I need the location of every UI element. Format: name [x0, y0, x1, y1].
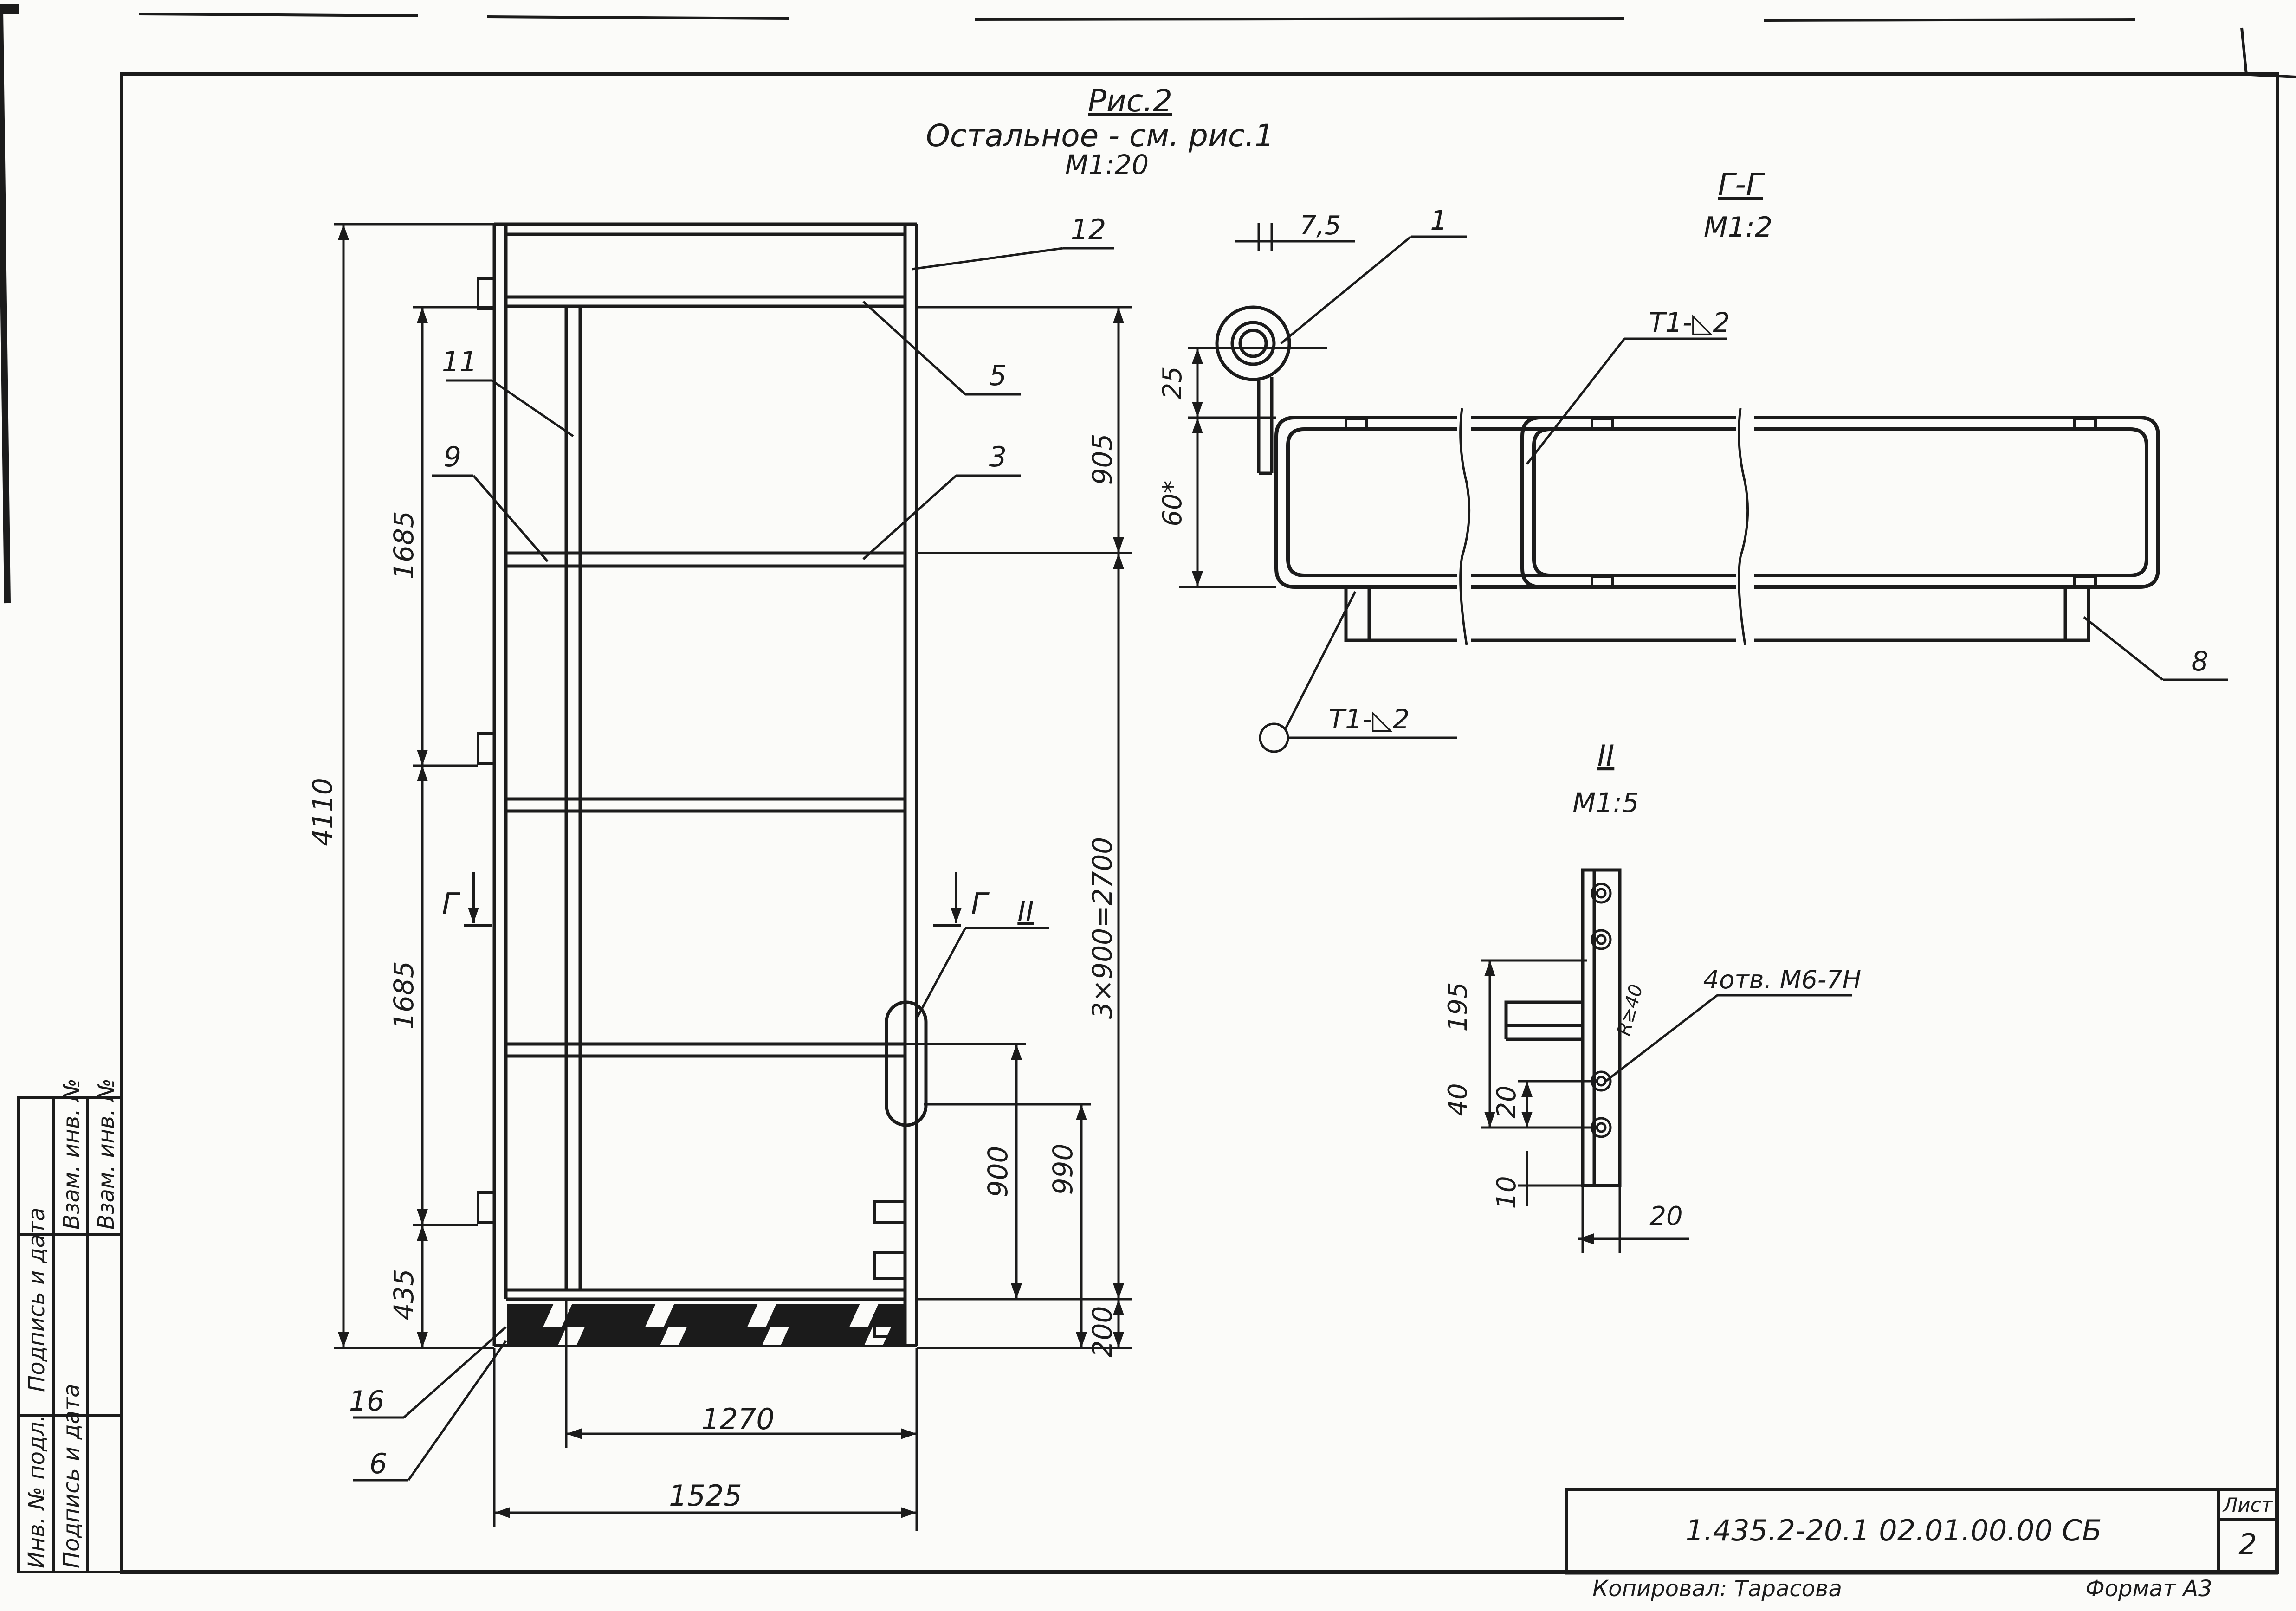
weld-symbol-top: Т1-◺2 — [1649, 307, 1730, 338]
dim-lower-span: 1685 — [388, 961, 420, 1030]
dim-pitch: 3×900=2700 — [1087, 837, 1118, 1019]
dim-outer-width: 1525 — [669, 1479, 742, 1513]
title-block — [1565, 1488, 2278, 1575]
dim-base: 200 — [1087, 1306, 1118, 1358]
callout-6: 6 — [369, 1448, 387, 1480]
stamp-replace-inv-1: Взам. инв. № — [58, 1078, 84, 1230]
section-mark-left: Г — [442, 887, 460, 921]
detail-dim-40: 40 — [1443, 1083, 1473, 1116]
figure-scale: М1:20 — [1065, 149, 1149, 180]
section-callout-1: 1 — [1430, 205, 1448, 236]
section-dim-7-5: 7,5 — [1300, 211, 1341, 241]
detail-dimension-lines — [1481, 959, 1852, 1253]
handle-detail-outline — [885, 1000, 928, 1127]
bottom-flange — [1344, 585, 2090, 642]
callout-11: 11 — [442, 346, 477, 378]
dim-top-offset: 905 — [1087, 434, 1118, 485]
section-dim-25: 25 — [1158, 366, 1188, 399]
callout-16: 16 — [349, 1385, 384, 1418]
section-dimension-lines — [1179, 223, 2228, 753]
callout-12: 12 — [1071, 213, 1106, 246]
stamp-replace-inv-2: Взам. инв. № — [93, 1078, 119, 1230]
stamp-inv-original: Инв. № подл. — [24, 1415, 50, 1568]
detail-dim-10: 10 — [1492, 1176, 1522, 1209]
section-break-lines — [1459, 408, 1749, 645]
dim-handle-b: 990 — [1047, 1144, 1079, 1195]
callout-9: 9 — [444, 441, 461, 473]
detail-dim-20-vertical: 20 — [1492, 1085, 1522, 1118]
stamp-sign-date-1: Подпись и дата — [58, 1384, 84, 1568]
profile-section — [1274, 416, 2160, 589]
detail-title: II — [1597, 739, 1615, 773]
section-mark-right: Г — [971, 887, 990, 921]
door-frame — [492, 222, 918, 1347]
dim-handle-a: 900 — [982, 1146, 1014, 1198]
section-dim-60: 60* — [1158, 480, 1188, 526]
sheet-label: Лист — [2222, 1494, 2273, 1516]
main-dimension-lines — [334, 223, 1132, 1531]
section-callout-8: 8 — [2192, 645, 2209, 677]
section-arrow-right — [933, 872, 962, 927]
drawing-frame — [120, 72, 2279, 1574]
left-stamp — [17, 1096, 123, 1573]
hinge-tube — [1215, 305, 1291, 475]
callout-3: 3 — [989, 441, 1007, 473]
figure-caption: Рис.2 — [1088, 83, 1172, 119]
dim-height-total: 4110 — [307, 778, 338, 846]
scan-edge-marks — [0, 4, 2296, 604]
dim-upper-span: 1685 — [388, 511, 420, 580]
detail-holes-note: 4отв. М6-7Н — [1703, 965, 1861, 994]
stamp-sign-date-2: Подпись и дата — [24, 1207, 50, 1392]
kick-plate-hatch — [507, 1304, 904, 1345]
section-arrow-left — [464, 872, 492, 927]
copied-by: Копировал: Тарасова — [1592, 1576, 1842, 1602]
sheet-format: Формат А3 — [2085, 1576, 2212, 1602]
section-scale: М1:2 — [1704, 211, 1772, 244]
weld-tabs — [1345, 417, 2097, 588]
main-callout-leaders — [353, 247, 1114, 1482]
hinge-marks — [477, 277, 496, 1224]
callout-5: 5 — [989, 360, 1007, 392]
detail-dim-20-horizontal: 20 — [1649, 1201, 1682, 1231]
figure-note: Остальное - см. рис.1 — [926, 118, 1274, 154]
section-title: Г-Г — [1718, 167, 1766, 202]
latch-plates — [873, 1200, 906, 1338]
designation: 1.435.2-20.1 02.01.00.00 СБ — [1685, 1514, 2102, 1547]
detail-mark-ii: II — [1017, 896, 1034, 928]
dim-bottom-span: 435 — [388, 1269, 420, 1321]
weld-symbol-bottom: Т1-◺2 — [1329, 703, 1410, 735]
sheet-number: 2 — [2238, 1527, 2257, 1561]
detail-plate — [1504, 868, 1622, 1187]
dim-inner-width: 1270 — [701, 1402, 775, 1436]
detail-scale: М1:5 — [1572, 787, 1639, 818]
detail-dim-195: 195 — [1443, 982, 1473, 1032]
